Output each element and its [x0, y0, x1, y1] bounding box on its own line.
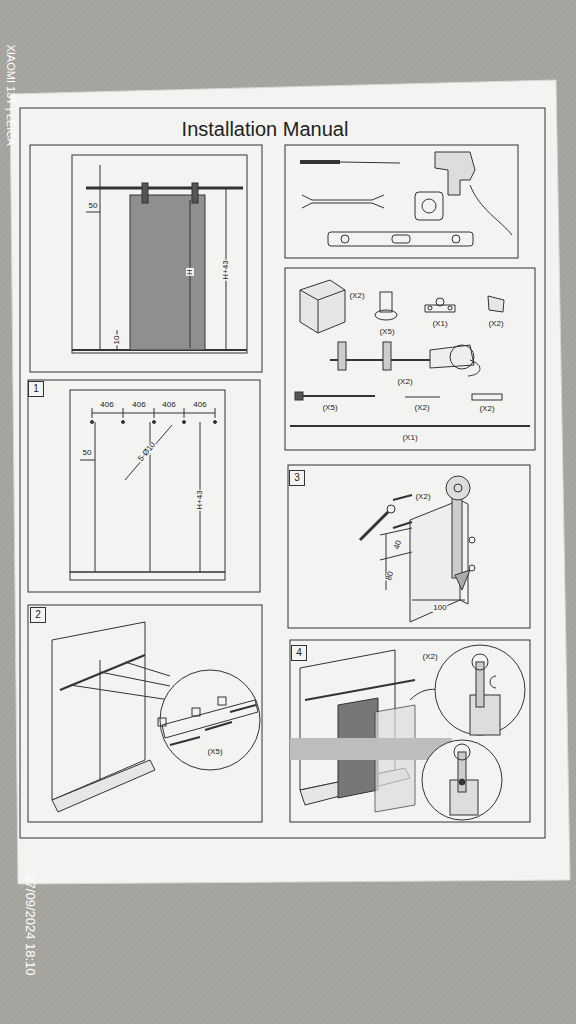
- quantity-label: (X2): [414, 493, 431, 501]
- quantity-label: (X2): [487, 320, 504, 328]
- photo-watermark: XIAOMI 13T | LEICA: [5, 44, 16, 145]
- quantity-label: (X1): [401, 434, 418, 442]
- step-number-box: 2: [30, 607, 46, 623]
- step-number-box: 3: [289, 470, 305, 486]
- dimension-label: H: [186, 268, 194, 276]
- quantity-label: (X5): [378, 328, 395, 336]
- quantity-label: (X5): [321, 404, 338, 412]
- dimension-label: H+43: [222, 259, 230, 280]
- quantity-label: (X2): [396, 378, 413, 386]
- step-number-box: 4: [291, 645, 307, 661]
- dimension-label: 10: [113, 335, 121, 346]
- quantity-label: (X2): [421, 653, 438, 661]
- step-number: 4: [296, 648, 302, 658]
- dimension-label: 100: [432, 604, 447, 612]
- dimension-label: 50: [88, 202, 99, 210]
- step-number-box: 1: [28, 381, 44, 397]
- dimension-label: 406: [131, 401, 146, 409]
- dimension-label: 406: [99, 401, 114, 409]
- step-number: 3: [294, 473, 300, 483]
- quantity-label: (X2): [478, 405, 495, 413]
- dimension-label: 406: [192, 401, 207, 409]
- step-number: 2: [35, 610, 41, 620]
- quantity-label: (X2): [348, 292, 365, 300]
- dimension-label: H+43: [196, 489, 204, 510]
- quantity-label: (X2): [413, 404, 430, 412]
- quantity-label: (X5): [206, 748, 223, 756]
- step-number: 1: [33, 384, 39, 394]
- quantity-label: (X1): [431, 320, 448, 328]
- page-title: Installation Manual: [182, 118, 349, 141]
- dimension-label: 406: [161, 401, 176, 409]
- dimension-label: 50: [82, 449, 93, 457]
- photo-timestamp: 27/09/2024 18:10: [24, 874, 37, 975]
